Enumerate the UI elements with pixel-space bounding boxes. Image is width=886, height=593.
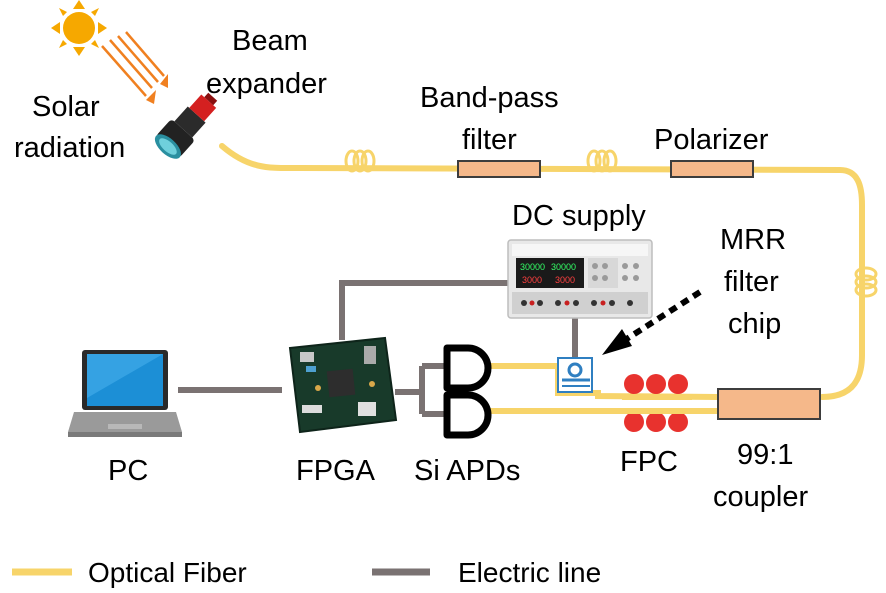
label-beam-2: expander — [206, 68, 327, 100]
label-bandpass-1: Band-pass — [420, 82, 559, 114]
label-beam-1: Beam — [232, 25, 308, 57]
mrr-chip-icon — [557, 357, 593, 393]
legend-electric-label: Electric line — [458, 557, 601, 588]
dc-display-a1: 3000 — [522, 275, 542, 285]
labels: Solar radiation Beam expander Band-pass … — [14, 25, 808, 513]
label-bandpass-2: filter — [462, 124, 517, 156]
label-mrr-3: chip — [728, 308, 781, 340]
label-coupler-1: 99:1 — [737, 439, 793, 471]
mrr-pointer-arrow — [602, 289, 702, 355]
laptop-icon — [68, 350, 182, 437]
dc-supply-icon: 30000 30000 3000 3000 — [507, 239, 653, 319]
beam-expander-icon — [154, 92, 218, 159]
legend: Optical Fiber Electric line — [12, 557, 601, 588]
label-fpc: FPC — [620, 446, 678, 478]
fiber-main-loop — [219, 143, 865, 400]
fpc-icon — [624, 374, 688, 432]
label-polarizer: Polarizer — [654, 124, 769, 156]
label-mrr-1: MRR — [720, 224, 786, 256]
label-solar-2: radiation — [14, 132, 125, 164]
dc-display-a2: 3000 — [555, 275, 575, 285]
apd-top-icon — [443, 344, 492, 392]
fpc-fiber-overlay — [622, 394, 692, 414]
legend-optical-label: Optical Fiber — [88, 557, 247, 588]
label-pc: PC — [108, 455, 148, 487]
fpga-board-icon — [288, 336, 398, 434]
coupler-box — [717, 388, 821, 420]
dc-display-v2: 30000 — [551, 262, 576, 272]
solar-rays — [101, 31, 168, 104]
electric-dc-fpga — [339, 280, 520, 340]
sun-icon — [51, 0, 107, 56]
electric-lines — [178, 280, 578, 417]
label-solar-1: Solar — [32, 91, 100, 123]
label-mrr-2: filter — [724, 266, 779, 298]
label-fpga: FPGA — [296, 455, 376, 487]
label-coupler-2: coupler — [713, 481, 808, 513]
polarizer-box — [670, 160, 754, 178]
band-pass-filter-box — [457, 160, 541, 178]
label-si-apds: Si APDs — [414, 455, 520, 487]
electric-fpga-apd — [395, 363, 447, 417]
fiber-coil-3 — [854, 266, 878, 298]
apd-bottom-icon — [443, 391, 492, 439]
fiber-coil-1 — [344, 149, 376, 173]
dc-display-v1: 30000 — [520, 262, 545, 272]
label-dc-supply: DC supply — [512, 200, 646, 232]
fiber-coil-2 — [586, 149, 618, 173]
